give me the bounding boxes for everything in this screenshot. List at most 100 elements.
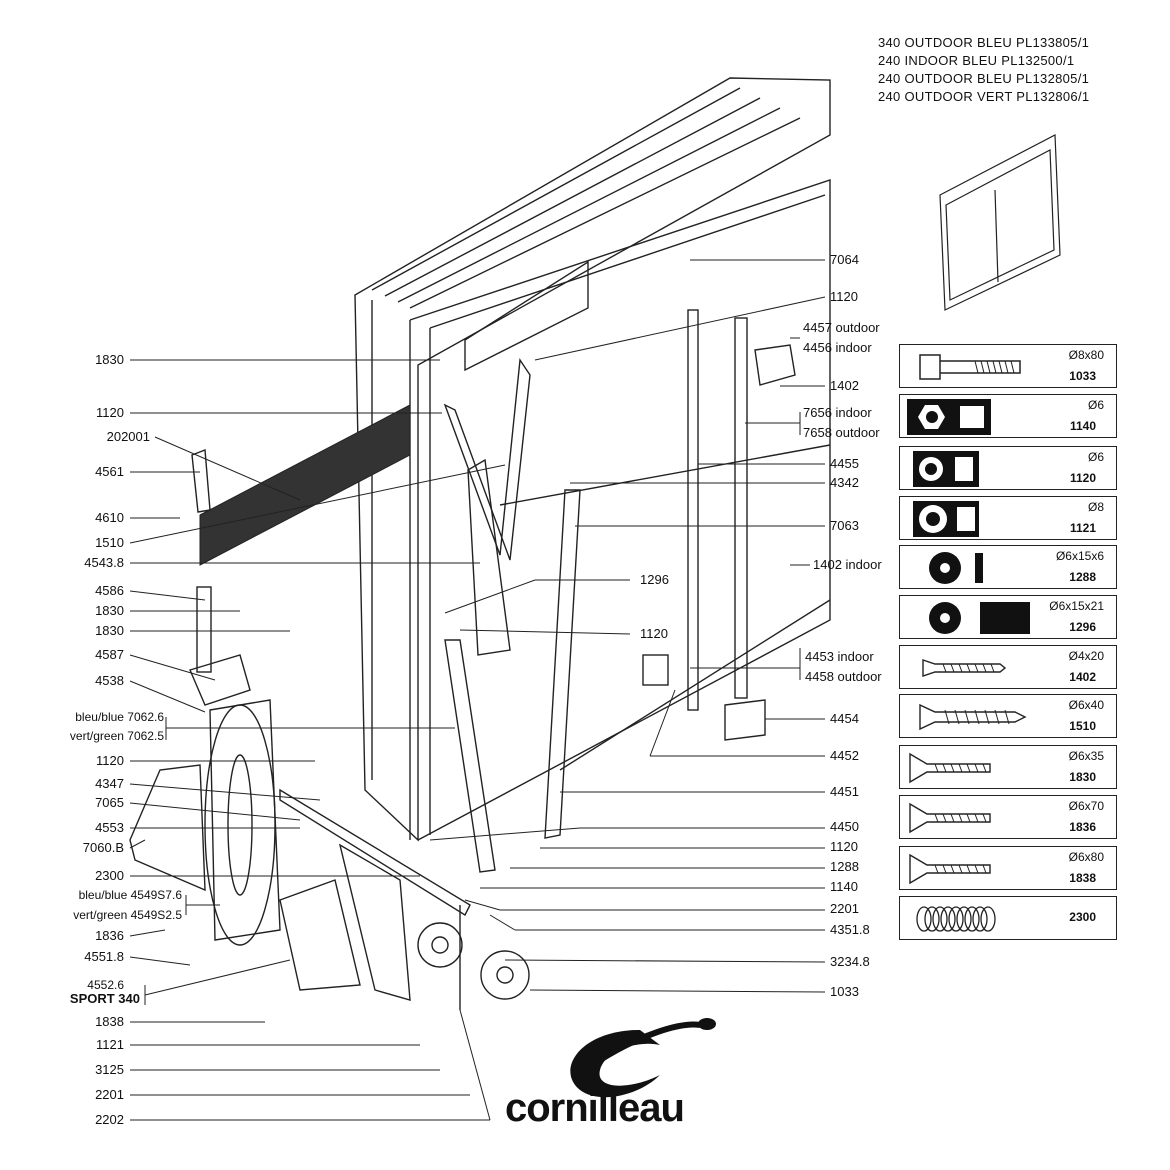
part-label: bleu/blue 7062.6 xyxy=(75,710,164,724)
part-label: 1140 xyxy=(830,879,858,894)
hardware-item: Ø6 1120 xyxy=(899,446,1117,490)
countersunk-screw-icon xyxy=(909,802,991,834)
part-label: 4610 xyxy=(95,510,124,525)
part-label: 202001 xyxy=(106,429,150,444)
hardware-item: Ø8 1121 xyxy=(899,496,1117,540)
hardware-item: Ø4x20 1402 xyxy=(899,645,1117,689)
hardware-size: Ø6 xyxy=(1087,398,1104,412)
wood-screw-icon xyxy=(919,703,1027,731)
hardware-size: Ø6 xyxy=(1087,450,1104,464)
part-label: 2202 xyxy=(95,1112,124,1127)
table-panel-back xyxy=(354,77,831,842)
hardware-code: 1836 xyxy=(1069,820,1096,834)
hardware-item: Ø6x70 1836 xyxy=(899,795,1117,839)
hardware-code: 1140 xyxy=(1069,419,1096,433)
part-label: SPORT 340 xyxy=(69,991,140,1006)
hex-bolt-icon xyxy=(919,354,1021,380)
part-label: 4586 xyxy=(95,583,124,598)
hardware-code: 1288 xyxy=(1069,570,1096,584)
part-label: 7065 xyxy=(95,795,124,810)
part-label: 1830 xyxy=(95,352,124,367)
hardware-item: Ø6x40 1510 xyxy=(899,694,1117,738)
model-reference-line: 240 OUTDOOR VERT PL132806/1 xyxy=(878,89,1090,104)
countersunk-screw-icon xyxy=(909,853,991,885)
hardware-code: 1121 xyxy=(1069,521,1096,535)
part-label: 1402 xyxy=(830,378,859,393)
net-mesh xyxy=(199,404,411,566)
hardware-code: 1296 xyxy=(1069,620,1096,634)
hardware-item: 2300 xyxy=(899,896,1117,940)
part-label: vert/green 7062.5 xyxy=(69,729,164,743)
hardware-item: Ø6x35 1830 xyxy=(899,745,1117,789)
model-reference-list: 340 OUTDOOR BLEU PL133805/1 240 INDOOR B… xyxy=(878,34,1089,106)
part-label: 4551.8 xyxy=(84,949,124,964)
table-label-plate xyxy=(464,260,589,372)
model-reference-line: 240 OUTDOOR BLEU PL132805/1 xyxy=(878,71,1090,86)
part-label: 4454 xyxy=(830,711,859,726)
hardware-code: 1838 xyxy=(1069,871,1096,885)
hardware-size: Ø4x20 xyxy=(1068,649,1104,663)
hardware-code: 1510 xyxy=(1069,719,1096,733)
part-label: 4538 xyxy=(95,673,124,688)
part-label: 4452 xyxy=(830,748,859,763)
part-label: 2201 xyxy=(95,1087,124,1102)
part-label: 1836 xyxy=(95,928,124,943)
part-label: 7063 xyxy=(830,518,859,533)
hardware-size: Ø6x35 xyxy=(1068,749,1104,763)
hardware-item: Ø6x15x21 1296 xyxy=(899,595,1117,639)
hardware-item: Ø6x15x6 1288 xyxy=(899,545,1117,589)
hardware-code: 1120 xyxy=(1069,471,1096,485)
hardware-size: Ø6x40 xyxy=(1068,698,1104,712)
nut-icon xyxy=(913,501,979,537)
part-label: 7656 indoor xyxy=(803,405,872,420)
model-reference-line: 240 INDOOR BLEU PL132500/1 xyxy=(878,53,1075,68)
part-label: 1830 xyxy=(95,623,124,638)
hardware-code: 1402 xyxy=(1069,670,1096,684)
countersunk-screw-icon xyxy=(909,752,991,784)
hardware-size: Ø8x80 xyxy=(1068,348,1104,362)
part-label: 4455 xyxy=(830,456,859,471)
hardware-item: Ø8x80 1033 xyxy=(899,344,1117,388)
nut-icon xyxy=(913,451,979,487)
spring-icon xyxy=(916,906,996,932)
spacer-icon xyxy=(929,602,1030,634)
hardware-code: 1830 xyxy=(1069,770,1096,784)
hardware-item: Ø6x80 1838 xyxy=(899,846,1117,890)
part-label: 4351.8 xyxy=(830,922,870,937)
hardware-size: Ø6x70 xyxy=(1068,799,1104,813)
part-label: 7064 xyxy=(830,252,859,267)
cornilleau-logo-mark xyxy=(570,1018,716,1098)
part-label: 1120 xyxy=(640,626,668,641)
part-label: 1121 xyxy=(96,1037,124,1052)
part-label: 2201 xyxy=(830,901,859,916)
hardware-item: Ø6 1140 xyxy=(899,394,1117,438)
part-label: 3125 xyxy=(95,1062,124,1077)
part-label: 4453 indoor xyxy=(805,649,874,664)
part-label: 4450 xyxy=(830,819,859,834)
part-label: 1120 xyxy=(830,839,858,854)
part-label: 1288 xyxy=(830,859,859,874)
part-label: 4457 outdoor xyxy=(803,320,880,335)
washer-icon xyxy=(929,552,983,584)
part-label: 1830 xyxy=(95,603,124,618)
table-thumbnail xyxy=(939,134,1061,311)
part-label: 1510 xyxy=(95,535,124,550)
hardware-size: Ø6x15x21 xyxy=(1049,599,1104,613)
part-label: 7060.B xyxy=(82,840,124,855)
part-label: 1033 xyxy=(830,984,859,999)
part-label: 4543.8 xyxy=(84,555,124,570)
brand-wordmark: cornilleau xyxy=(505,1086,685,1130)
part-label: 4587 xyxy=(95,647,124,662)
part-label: 4347 xyxy=(95,776,124,791)
part-label: vert/green 4549S2.5 xyxy=(73,908,182,922)
lock-nut-icon xyxy=(907,399,991,435)
hardware-code: 2300 xyxy=(1069,910,1096,924)
part-label: 4458 outdoor xyxy=(805,669,882,684)
part-label: 4553 xyxy=(95,820,124,835)
part-label: 1120 xyxy=(830,289,858,304)
part-label: 1402 indoor xyxy=(813,557,882,572)
model-reference-line: 340 OUTDOOR BLEU PL133805/1 xyxy=(878,35,1090,50)
part-label: 4561 xyxy=(95,464,124,479)
hardware-size: Ø6x80 xyxy=(1068,850,1104,864)
